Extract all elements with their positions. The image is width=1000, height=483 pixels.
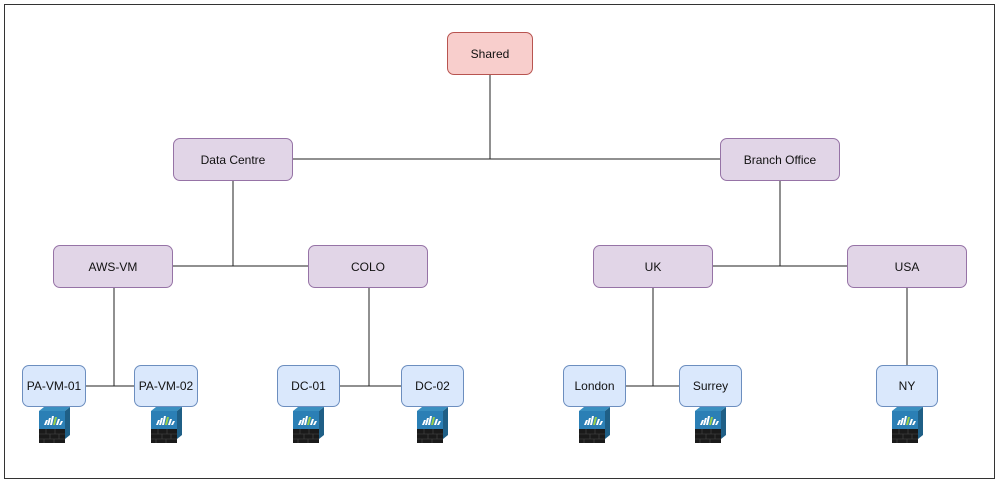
node-label: COLO xyxy=(350,259,385,274)
firewall-icon xyxy=(576,405,612,445)
firewall-icon xyxy=(148,405,184,445)
node-usa[interactable]: USA xyxy=(847,245,967,288)
node-data-centre[interactable]: Data Centre xyxy=(173,138,293,181)
firewall-icon xyxy=(414,405,450,445)
firewall-icon xyxy=(290,405,326,445)
firewall-icon xyxy=(889,405,925,445)
node-uk[interactable]: UK xyxy=(593,245,713,288)
node-label: UK xyxy=(644,259,662,274)
node-shared[interactable]: Shared xyxy=(447,32,533,75)
node-label: PA-VM-01 xyxy=(26,379,82,393)
node-label: Branch Office xyxy=(743,152,817,167)
node-label: NY xyxy=(898,379,916,393)
node-label: London xyxy=(574,379,615,393)
node-dc-01[interactable]: DC-01 xyxy=(277,365,340,407)
node-pa-vm-02[interactable]: PA-VM-02 xyxy=(134,365,198,407)
node-label: Data Centre xyxy=(200,152,266,167)
node-label: Surrey xyxy=(692,379,729,393)
node-surrey[interactable]: Surrey xyxy=(679,365,742,407)
node-branch-office[interactable]: Branch Office xyxy=(720,138,840,181)
firewall-icon xyxy=(36,405,72,445)
node-london[interactable]: London xyxy=(563,365,626,407)
node-label: USA xyxy=(894,259,920,274)
node-pa-vm-01[interactable]: PA-VM-01 xyxy=(22,365,86,407)
node-dc-02[interactable]: DC-02 xyxy=(401,365,464,407)
node-aws-vm[interactable]: AWS-VM xyxy=(53,245,173,288)
node-label: AWS-VM xyxy=(88,259,138,274)
firewall-icon xyxy=(692,405,728,445)
node-label: PA-VM-02 xyxy=(138,379,194,393)
node-ny[interactable]: NY xyxy=(876,365,938,407)
node-label: Shared xyxy=(470,46,510,61)
node-colo[interactable]: COLO xyxy=(308,245,428,288)
node-label: DC-02 xyxy=(415,379,450,393)
node-label: DC-01 xyxy=(291,379,326,393)
